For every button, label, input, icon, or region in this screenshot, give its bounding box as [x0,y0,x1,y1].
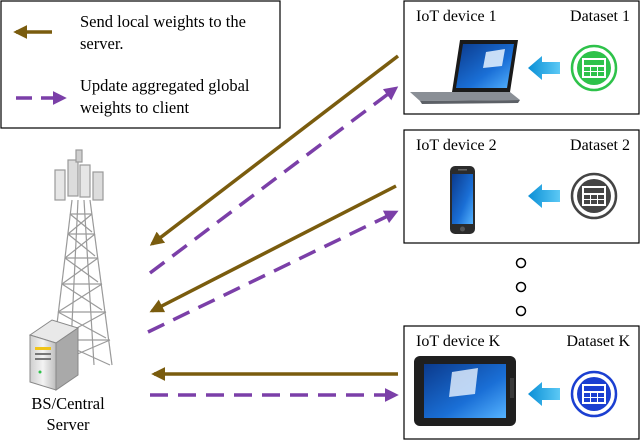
data-flow-arrow-icon [528,382,560,406]
upload-arrow [149,54,400,246]
device-card-2: IoT device 2 Dataset 2 [403,129,640,244]
upload-arrow [149,184,397,313]
dataset-label: Dataset 1 [570,8,630,25]
dataset-label: Dataset K [566,333,630,350]
legend: Send local weights to the server. Update… [0,0,281,129]
legend-upload-line1: Send local weights to the [80,12,246,31]
data-flow-arrow-icon [528,184,560,208]
device-label: IoT device K [416,333,501,350]
tablet-icon [414,356,516,426]
legend-download-line2: weights to client [80,98,189,117]
server-label-line1: BS/Central [31,394,105,413]
server-label-line2: Server [46,415,90,434]
legend-item-download: Update aggregated global weights to clie… [16,76,250,117]
data-flow-arrow-icon [528,56,560,80]
legend-download-line1: Update aggregated global [80,76,250,95]
legend-upload-line2: server. [80,34,124,53]
download-arrow [148,86,399,275]
download-arrow [147,210,399,334]
server-icon [28,319,80,391]
smartphone-icon [450,166,475,234]
communication-arrows [147,54,400,402]
legend-item-upload: Send local weights to the server. [13,12,246,53]
device-label: IoT device 2 [416,137,497,154]
legend-box [0,0,281,129]
dataset-icon [570,44,618,92]
laptop-icon [410,40,520,104]
dataset-icon [570,172,618,220]
device-label: IoT device 1 [416,8,497,25]
dataset-label: Dataset 2 [570,137,630,154]
cell-tower-icon [51,149,113,366]
more-devices-ellipsis [515,257,527,317]
device-card-1: IoT device 1 Dataset 1 [403,0,640,115]
dataset-icon [570,370,618,418]
device-card-k: IoT device K Dataset K [403,325,640,440]
